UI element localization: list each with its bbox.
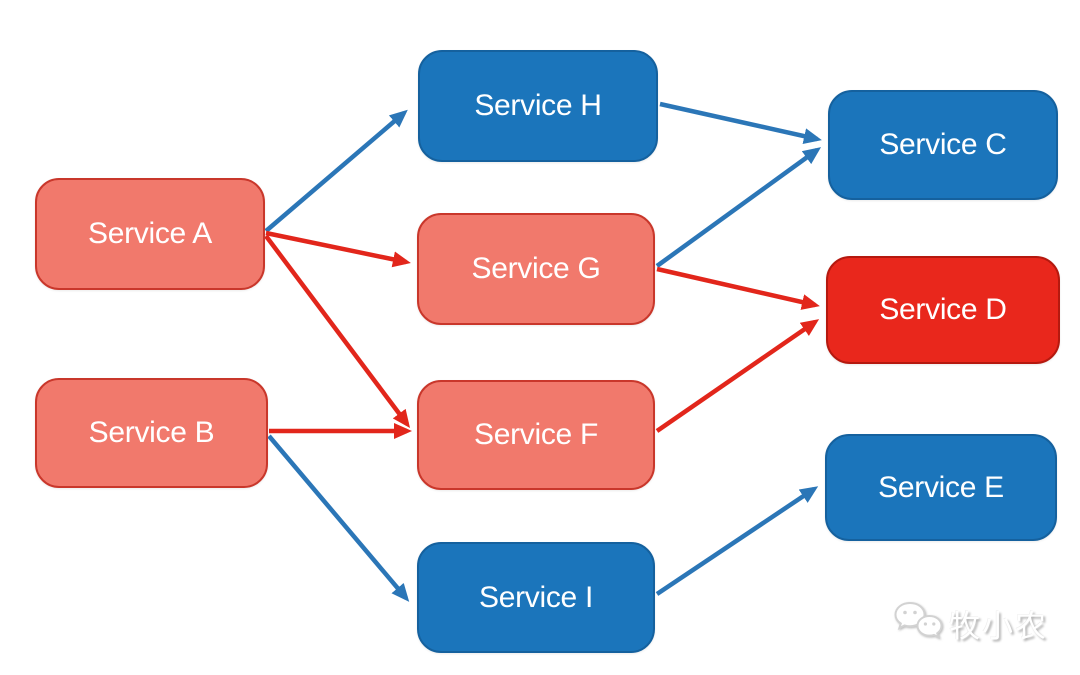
- edge-service-a-to-service-h: [264, 109, 408, 233]
- wechat-icon: [894, 601, 943, 640]
- node-label-service-e: Service E: [878, 470, 1004, 504]
- edge-service-h-to-service-c: [659, 101, 822, 144]
- edge-service-i-to-service-e: [655, 486, 819, 596]
- node-service-i: Service I: [417, 542, 655, 653]
- edge-service-a-to-service-f: [264, 234, 410, 428]
- node-label-service-d: Service D: [879, 293, 1007, 326]
- node-service-b: Service B: [35, 378, 268, 488]
- edge-service-g-to-service-d: [656, 266, 820, 310]
- node-label-service-f: Service F: [474, 418, 598, 451]
- node-label-service-h: Service H: [474, 89, 602, 122]
- edge-service-b-to-service-i: [267, 434, 410, 602]
- node-service-a: Service A: [35, 178, 265, 290]
- node-label-service-i: Service I: [478, 580, 593, 614]
- edge-service-f-to-service-d: [655, 319, 820, 433]
- node-label-service-a: Service A: [87, 217, 213, 250]
- node-label-service-g: Service G: [471, 252, 601, 285]
- watermark: 牧小农: [893, 600, 1048, 646]
- edge-service-g-to-service-c: [655, 147, 822, 268]
- node-service-h: Service H: [418, 50, 658, 162]
- node-service-d: Service D: [826, 256, 1060, 364]
- watermark-text: 牧小农: [949, 608, 1048, 644]
- node-label-service-b: Service B: [88, 416, 215, 449]
- node-service-e: Service E: [825, 434, 1057, 541]
- node-label-service-c: Service C: [879, 128, 1007, 161]
- node-service-f: Service F: [417, 380, 655, 490]
- node-service-g: Service G: [417, 213, 655, 325]
- node-service-c: Service C: [828, 90, 1058, 200]
- edge-service-a-to-service-g: [265, 230, 411, 268]
